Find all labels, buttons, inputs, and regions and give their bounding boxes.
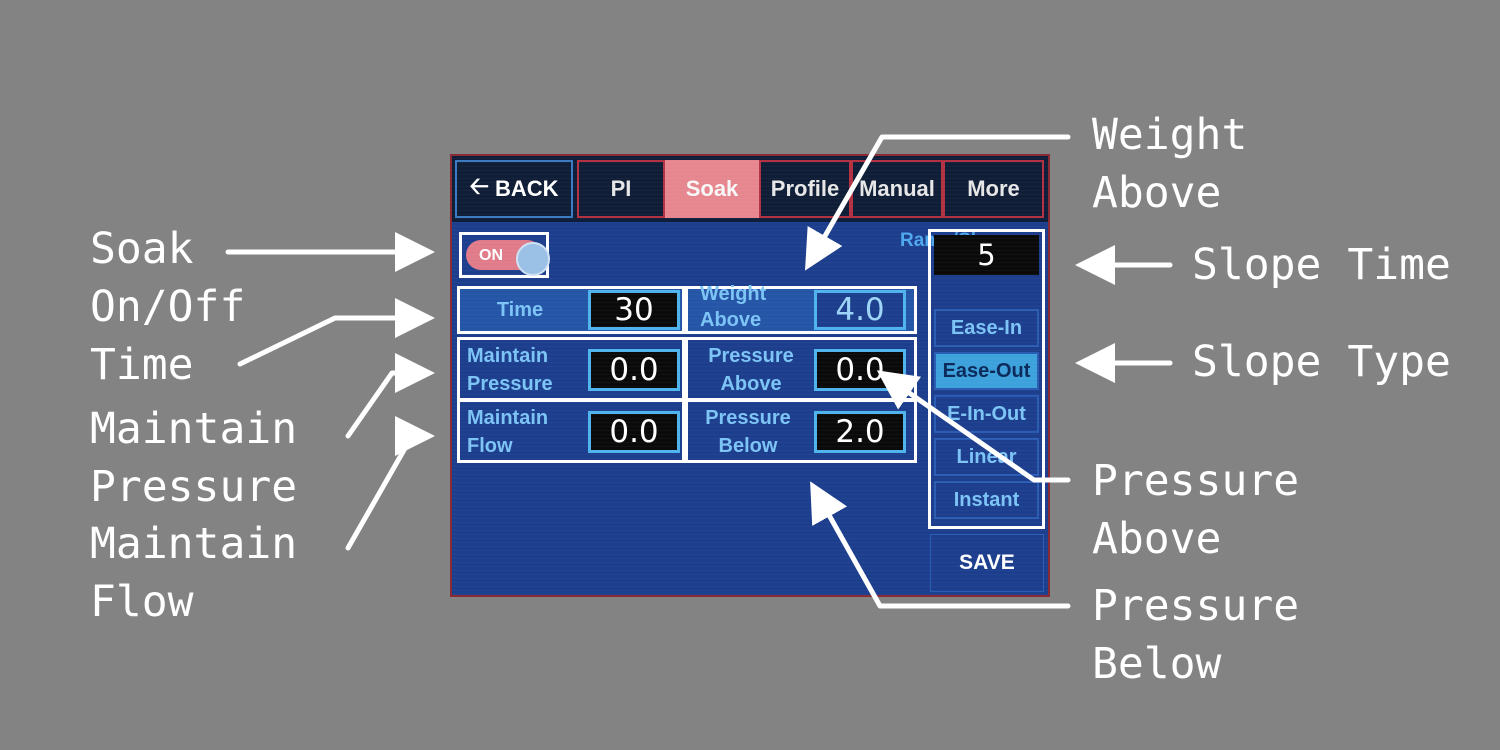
annotation-weight-above: Weight Above [1092,110,1248,218]
slope-ease-in-button[interactable]: Ease-In [934,309,1039,347]
maintain-flow-group: Maintain Flow 0.0 [457,399,685,463]
weight-above-label-1: Weight [700,283,767,305]
pressure-below-label-1: Pressure [705,407,791,429]
tab-manual[interactable]: Manual [851,160,943,218]
time-label: Time [496,299,544,321]
back-button[interactable]: 🡠 BACK [455,160,573,218]
tab-manual-label: Manual [859,176,935,201]
annotation-time: Time [90,340,194,390]
annotation-maintain-flow: Maintain Flow [90,519,298,627]
tab-pi-label: PI [610,176,632,201]
maintain-flow-field[interactable]: 0.0 [588,411,680,453]
arrow-weight-above [805,134,1071,271]
weight-above-field[interactable]: 4.0 [814,290,906,330]
time-group: Time 30 [457,286,685,334]
toggle-label: ON [479,247,503,264]
tab-more[interactable]: More [943,160,1044,218]
arrow-time [237,298,435,367]
slope-ease-in-out-button[interactable]: E-In-Out [934,395,1039,433]
maintain-flow-label-2: Flow [467,435,513,457]
arrow-pressure-above [876,370,1071,483]
annotation-slope-type: Slope Type [1192,337,1451,387]
maintain-pressure-field[interactable]: 0.0 [588,349,680,391]
annotation-pressure-above: Pressure Above [1092,456,1300,564]
tab-profile-label: Profile [770,176,840,201]
save-button[interactable]: SAVE [930,534,1044,592]
pressure-below-group: Pressure Below 2.0 [685,399,917,463]
device-screen: 🡠 BACK PI Soak Profile Manual More ON Ra… [450,154,1050,597]
slope-ease-out-button[interactable]: Ease-Out [934,352,1039,390]
back-label: BACK [494,176,559,201]
toggle-track: ON [466,240,550,276]
annotation-soak-onoff: Soak On/Off [90,224,246,332]
tab-profile[interactable]: Profile [759,160,851,218]
maintain-pressure-label-2: Pressure [467,373,553,395]
maintain-flow-label-1: Maintain [467,407,549,429]
arrow-pressure-below [810,481,1071,609]
arrow-maintain-flow [345,416,435,551]
tab-soak[interactable]: Soak [665,160,759,218]
annotation-maintain-pressure: Maintain Pressure [90,404,298,512]
weight-above-group: Weight Above 4.0 [685,283,917,334]
soak-toggle[interactable]: ON [459,232,550,278]
tab-more-label: More [967,176,1020,201]
slope-time-field[interactable]: 5 [934,235,1039,275]
pressure-below-field[interactable]: 2.0 [814,411,906,453]
tab-soak-label: Soak [685,176,739,201]
pressure-above-label-2: Above [720,373,782,395]
time-field[interactable]: 30 [588,290,680,330]
maintain-pressure-label-1: Maintain [467,345,549,367]
weight-above-label-2: Above [700,309,762,331]
arrow-left-icon: 🡠 [469,172,489,200]
slope-instant-button[interactable]: Instant [934,481,1039,519]
slope-panel: 5 Ease-In Ease-Out E-In-Out Linear Insta… [928,229,1045,529]
pressure-above-label-1: Pressure [708,345,794,367]
arrow-maintain-pressure [345,353,435,439]
tab-bar: 🡠 BACK PI Soak Profile Manual More [452,156,1048,222]
toggle-knob [516,242,550,276]
tab-pi[interactable]: PI [577,160,665,218]
annotation-slope-time: Slope Time [1192,240,1451,290]
annotation-pressure-below: Pressure Below [1092,581,1300,689]
pressure-below-label-2: Below [718,435,778,457]
